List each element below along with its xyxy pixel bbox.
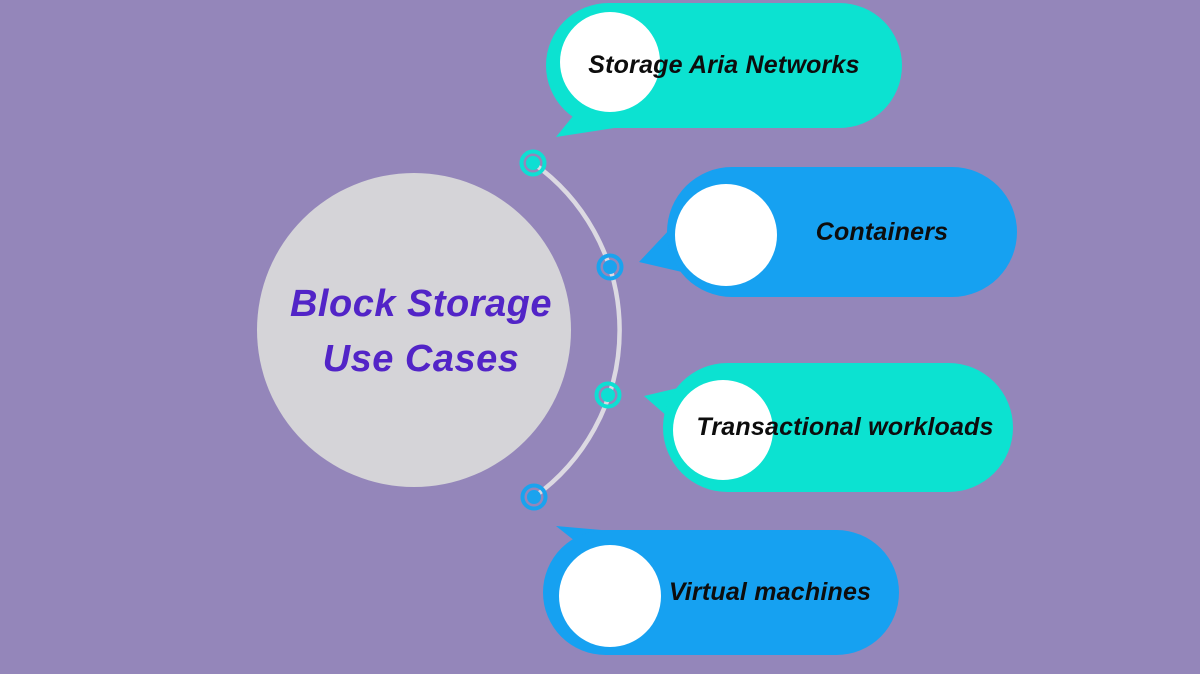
bubble-transactional-workloads: Transactional workloads bbox=[663, 363, 1013, 492]
bubble-white-circle bbox=[675, 184, 777, 286]
arc-dot-ring bbox=[519, 149, 547, 177]
bubble-label: Storage Aria Networks bbox=[588, 51, 860, 79]
arc-dot-core bbox=[603, 260, 617, 274]
arc-dot-ring bbox=[596, 253, 624, 281]
central-circle: Block Storage Use Cases bbox=[257, 173, 571, 487]
diagram-title: Block Storage Use Cases bbox=[276, 273, 552, 387]
diagram-title-line2: Use Cases bbox=[322, 338, 520, 380]
bubble-white-circle bbox=[673, 380, 773, 480]
bubble-label: Transactional workloads bbox=[696, 413, 994, 441]
connector-arc bbox=[530, 160, 622, 500]
arc-dot-core bbox=[526, 156, 540, 170]
arc-dot-ring bbox=[594, 381, 622, 409]
bubble-storage-aria-networks: Storage Aria Networks bbox=[546, 3, 902, 128]
arc-dot-core bbox=[527, 490, 541, 504]
bubble-label: Virtual machines bbox=[668, 578, 872, 606]
bubble-virtual-machines: Virtual machines bbox=[543, 530, 899, 655]
bubble-label: Containers bbox=[815, 217, 949, 246]
arc-dot-ring bbox=[520, 483, 548, 511]
bubble-white-circle bbox=[560, 12, 660, 112]
diagram-title-line1: Block Storage bbox=[289, 282, 553, 325]
bubble-containers: Containers bbox=[667, 167, 1017, 297]
bubble-white-circle bbox=[559, 545, 661, 647]
arc-dot-core bbox=[601, 388, 615, 402]
